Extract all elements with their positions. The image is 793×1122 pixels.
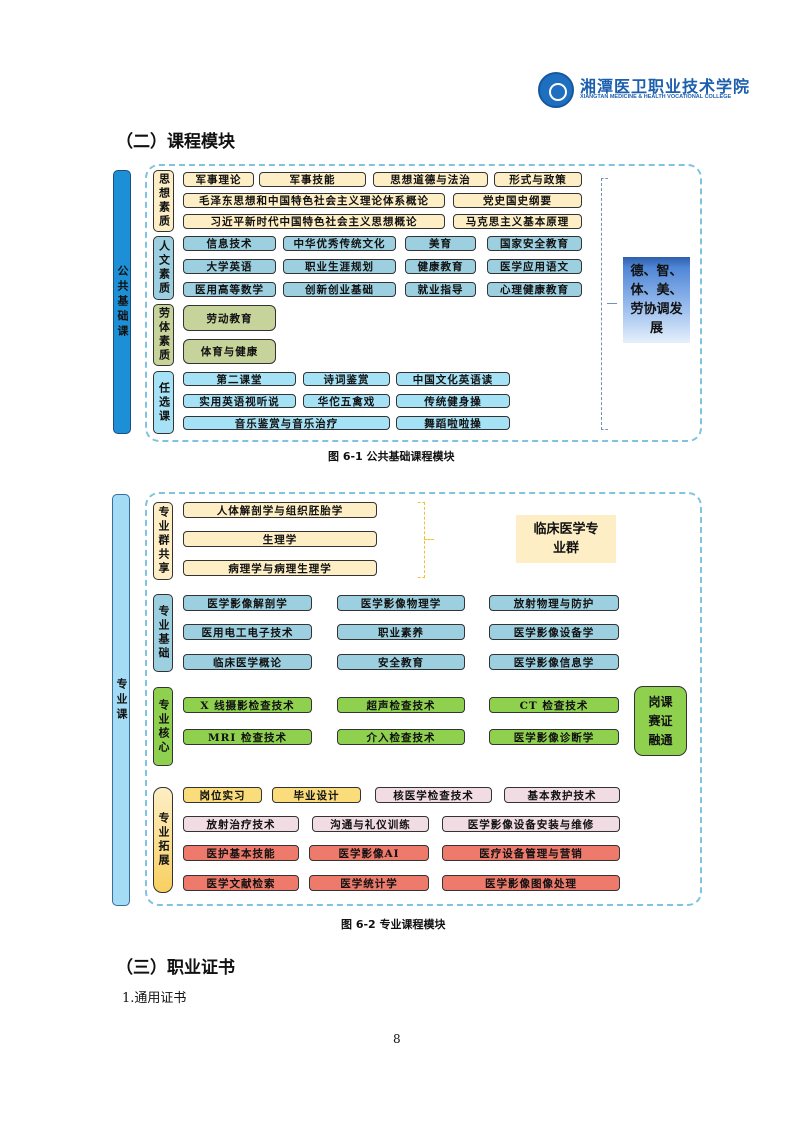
section-title-certificates: （三）职业证书 — [116, 958, 235, 978]
course-box: 形式与政策 — [494, 172, 582, 187]
course-box: 创新创业基础 — [283, 282, 396, 297]
course-box: 沟通与礼仪训练 — [312, 816, 429, 832]
course-box: 华佗五禽戏 — [303, 394, 390, 408]
course-box: 思想道德与法治 — [373, 172, 488, 187]
category-humanities: 人文素质 — [153, 236, 174, 300]
course-box: 生理学 — [183, 531, 377, 547]
college-emblem-icon — [538, 72, 574, 108]
course-box: 国家安全教育 — [487, 236, 582, 251]
course-box: 毕业设计 — [272, 787, 361, 803]
course-box: 医学影像解剖学 — [183, 595, 312, 611]
bracket-connector — [424, 539, 434, 540]
course-box: 医学影像设备学 — [489, 624, 619, 640]
course-box: 基本救护技术 — [504, 787, 620, 803]
professional-course-frame — [145, 492, 702, 906]
page-number: 8 — [393, 1032, 401, 1046]
course-box: CT 检查技术 — [489, 697, 619, 713]
course-box: 诗词鉴赏 — [303, 372, 390, 386]
course-box: 介入检查技术 — [337, 729, 465, 745]
course-box: X 线摄影检查技术 — [183, 697, 312, 713]
course-box: 心理健康教育 — [487, 282, 582, 297]
course-box: 传统健身操 — [396, 394, 510, 408]
course-box: 军事理论 — [183, 172, 254, 187]
subsection-general-certificates: 1.通用证书 — [122, 991, 187, 1006]
category-extension: 专业拓展 — [153, 787, 173, 893]
figure-6-2-caption: 图 6-2 专业课程模块 — [341, 918, 446, 931]
course-box: 党史国史纲要 — [453, 193, 582, 208]
course-box: 音乐鉴赏与音乐治疗 — [183, 416, 390, 430]
college-name: 湘潭医卫职业技术学院 — [580, 77, 751, 96]
course-box: 美育 — [405, 236, 476, 251]
course-box: 毛泽东思想和中国特色社会主义理论体系概论 — [183, 193, 445, 208]
course-box: 医学影像信息学 — [489, 654, 619, 670]
clinical-medicine-group-tag: 临床医学专业群 — [516, 515, 616, 563]
course-box: 临床医学概论 — [183, 654, 312, 670]
course-box: 军事技能 — [259, 172, 366, 187]
course-box: 中国文化英语读 — [396, 372, 510, 386]
course-box: 医用高等数学 — [183, 282, 276, 297]
course-box: 医学文献检索 — [183, 875, 299, 891]
course-box: 习近平新时代中国特色社会主义思想概论 — [183, 214, 445, 229]
course-box: 舞蹈啦啦操 — [396, 416, 510, 430]
category-foundation: 专业基础 — [153, 594, 173, 672]
figure-6-1-caption: 图 6-1 公共基础课程模块 — [328, 450, 455, 463]
course-box: 职业生涯规划 — [283, 259, 396, 274]
college-logo: 湘潭医卫职业技术学院 XIANGTAN MEDICINE & HEALTH VO… — [538, 70, 749, 112]
course-box: 医护基本技能 — [183, 845, 299, 861]
course-box: 大学英语 — [183, 259, 276, 274]
course-box: 马克思主义基本原理 — [453, 214, 582, 229]
course-box: 医学影像设备安装与维修 — [442, 816, 620, 832]
course-box: 核医学检查技术 — [375, 787, 492, 803]
course-box: 医学影像AI — [309, 845, 429, 861]
course-box: 体育与健康 — [183, 339, 276, 364]
section-title-course-modules: （二）课程模块 — [116, 132, 235, 152]
course-box: 医学影像图像处理 — [442, 875, 620, 891]
course-box: 职业素养 — [337, 624, 465, 640]
category-electives: 任选课 — [153, 371, 174, 434]
course-box: 医学应用语文 — [487, 259, 582, 274]
category-ideological: 思想素质 — [153, 170, 174, 232]
course-box: 就业指导 — [405, 282, 476, 297]
professional-course-label: 专业课 — [115, 677, 128, 723]
bracket-divider — [601, 178, 608, 430]
college-name-en: XIANGTAN MEDICINE & HEALTH VOCATIONAL CO… — [580, 94, 732, 100]
category-core: 专业核心 — [153, 687, 173, 766]
development-goal-box: 德、智、体、美、劳协调发展 — [623, 257, 690, 343]
course-box: 医疗设备管理与营销 — [442, 845, 620, 861]
course-box: 中华优秀传统文化 — [283, 236, 396, 251]
course-box: 放射物理与防护 — [489, 595, 619, 611]
course-box: 实用英语视听说 — [183, 394, 296, 408]
category-group-shared: 专业群共享 — [153, 502, 173, 580]
course-box: 医学统计学 — [309, 875, 429, 891]
course-box: 安全教育 — [337, 654, 465, 670]
public-course-frame — [145, 164, 702, 442]
course-box: 医学影像物理学 — [337, 595, 465, 611]
course-box: 岗位实习 — [183, 787, 262, 803]
public-basic-course-bar: 公共基础课 — [113, 170, 131, 434]
category-labor-physical: 劳体素质 — [153, 304, 174, 366]
course-box: 健康教育 — [405, 259, 476, 274]
course-box: 信息技术 — [183, 236, 276, 251]
course-box: 人体解剖学与组织胚胎学 — [183, 502, 377, 518]
professional-course-bar: 专业课 — [112, 494, 130, 906]
course-box: 病理学与病理生理学 — [183, 560, 377, 576]
public-basic-course-label: 公共基础课 — [116, 264, 129, 340]
course-box: 劳动教育 — [183, 305, 276, 331]
bracket-connector — [607, 303, 617, 304]
course-box: 超声检查技术 — [337, 697, 465, 713]
course-box: 医用电工电子技术 — [183, 624, 312, 640]
job-course-competition-cert-box: 岗课赛证融通 — [634, 686, 687, 756]
course-box: 第二课堂 — [183, 372, 296, 386]
course-box: MRI 检查技术 — [183, 729, 312, 745]
bracket-divider — [418, 502, 425, 578]
course-box: 医学影像诊断学 — [489, 729, 619, 745]
course-box: 放射治疗技术 — [183, 816, 299, 832]
